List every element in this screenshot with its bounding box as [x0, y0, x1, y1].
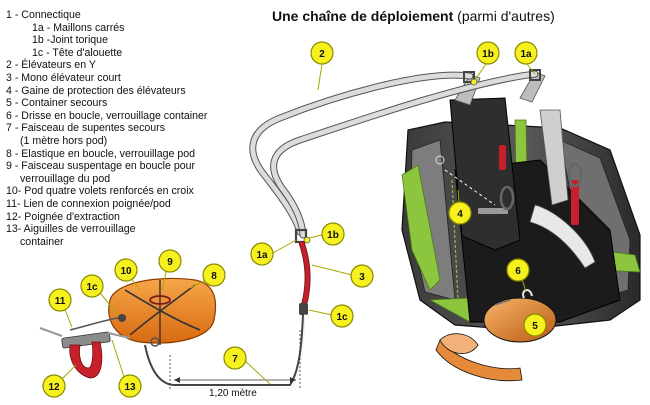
deployment-pod [108, 277, 217, 347]
svg-text:12: 12 [48, 382, 60, 393]
callout-11: 11 [48, 288, 72, 312]
legend-item: verrouillage du pod [20, 172, 111, 185]
callout-1b-mid: 1b [321, 222, 345, 246]
callout-8: 8 [202, 263, 226, 287]
legend-item: 4 - Gaine de protection des élévateurs [6, 84, 186, 97]
svg-text:3: 3 [359, 272, 365, 283]
svg-text:1b: 1b [327, 230, 339, 241]
title-bold: Une chaîne de déploiement [272, 8, 454, 24]
svg-text:10: 10 [120, 266, 132, 277]
callout-1a-top: 1a [514, 41, 538, 65]
legend-item: 13- Aiguilles de verrouillage [6, 223, 136, 236]
measure-label: 1,20 mètre [209, 388, 257, 399]
legend-item: 8 - Elastique en boucle, verrouillage po… [6, 147, 196, 160]
svg-text:1c: 1c [86, 282, 98, 293]
callout-12: 12 [42, 374, 66, 398]
legend-item: 2 - Élévateurs en Y [6, 59, 96, 72]
callout-1c-pod: 1c [80, 274, 104, 298]
svg-text:11: 11 [55, 296, 66, 307]
callout-7: 7 [223, 346, 247, 370]
title-subtitle: (parmi d'autres) [457, 8, 555, 24]
svg-text:1a: 1a [256, 250, 268, 261]
legend-item: 1 - Connectique [6, 9, 81, 21]
chest-strap-red [571, 180, 579, 225]
svg-text:13: 13 [124, 382, 136, 393]
callout-1c-mid: 1c [330, 304, 354, 328]
svg-text:6: 6 [515, 266, 521, 277]
legend-item: 1c - Tête d'alouette [32, 46, 123, 59]
legend-item: 12- Poignée d'extraction [6, 210, 120, 223]
carabiner-left [499, 185, 515, 211]
logo-star-icon [435, 155, 445, 165]
callout-10: 10 [114, 258, 138, 282]
legend-item: 7 - Faisceau de supentes secours [6, 122, 165, 135]
svg-text:9: 9 [167, 257, 173, 268]
callout-1a-mid: 1a [250, 242, 274, 266]
riser-system [144, 69, 541, 389]
callout-1b-top: 1b [476, 41, 500, 65]
legend-item: 1b -Joint torique [32, 34, 108, 47]
callout-9: 9 [158, 249, 182, 273]
legend-item: 11- Lien de connexion poignée/pod [6, 197, 171, 210]
callout-13: 13 [118, 374, 142, 398]
legend-item: 5 - Container secours [6, 97, 108, 110]
callout-5: 5 [523, 313, 547, 337]
carabiner-right [567, 162, 583, 188]
svg-text:7: 7 [232, 354, 238, 365]
svg-text:5: 5 [532, 321, 538, 332]
callout-badges: 2 1b 1a 4 1a 1b 3 1c 6 5 7 9 10 8 1c 11 … [42, 41, 547, 398]
extraction-handle [39, 317, 131, 379]
callout-2: 2 [310, 41, 334, 65]
legend-item: (1 mètre hors pod) [20, 134, 108, 147]
legend-item: container [20, 235, 64, 248]
svg-text:4: 4 [457, 209, 463, 220]
callout-3: 3 [350, 264, 374, 288]
svg-text:2: 2 [319, 49, 325, 60]
legend-item: 3 - Mono élévateur court [6, 71, 121, 84]
svg-text:8: 8 [211, 271, 217, 282]
harness [401, 71, 641, 331]
legend-item: 1a - Maillons carrés [32, 21, 125, 34]
legend-item: 10- Pod quatre volets renforcés en croix [6, 185, 194, 198]
measurement: 1,20 mètre [169, 330, 301, 399]
legend-item: 6 - Drisse en boucle, verrouillage conta… [6, 109, 208, 122]
closing-pin [494, 299, 511, 306]
svg-text:1b: 1b [482, 49, 494, 60]
svg-text:1c: 1c [336, 312, 348, 323]
diagram-title: Une chaîne de déploiement (parmi d'autre… [272, 8, 555, 24]
legend-item: 9 - Faisceau suspentage en boucle pour [6, 160, 196, 173]
callout-6: 6 [506, 258, 530, 282]
svg-text:1a: 1a [520, 49, 532, 60]
callout-4: 4 [448, 201, 472, 225]
zip-pocket [478, 208, 508, 214]
